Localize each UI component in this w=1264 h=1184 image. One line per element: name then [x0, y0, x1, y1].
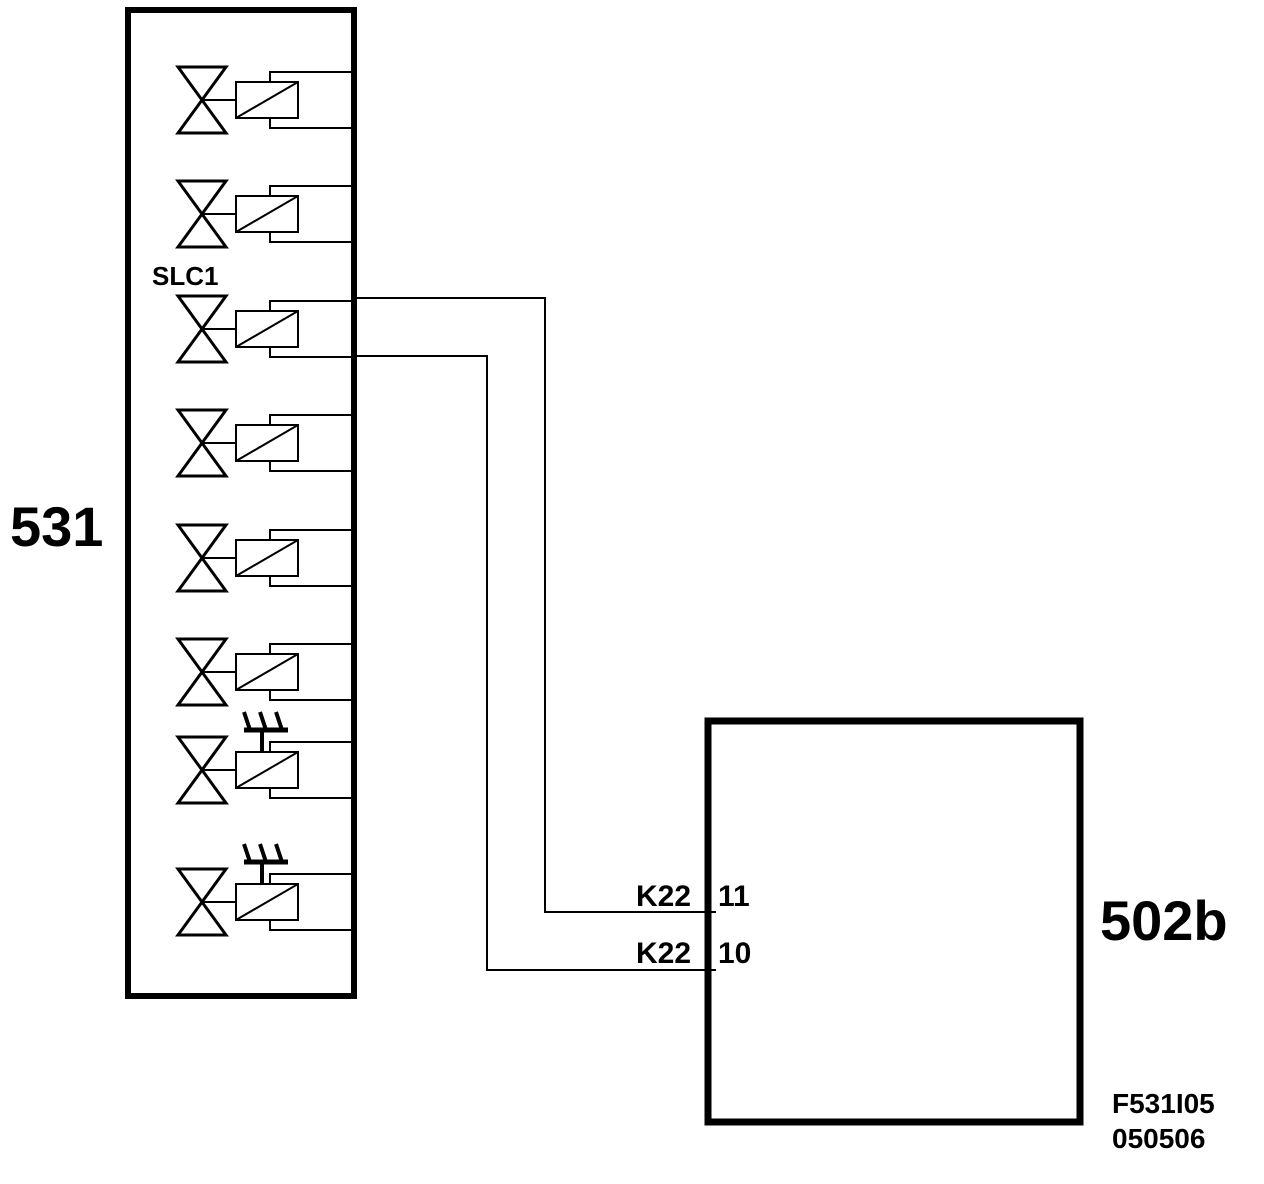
valve-body-bottom-icon	[175, 767, 229, 805]
solenoid-diagonal	[235, 751, 299, 789]
unit-531-box	[125, 7, 357, 999]
wire-k22-10	[352, 355, 716, 971]
valve-7	[175, 711, 352, 805]
override-tine	[258, 843, 268, 863]
connector-name-1: K22	[636, 880, 691, 913]
valve-body-top-icon	[175, 637, 229, 675]
coil-wire-top	[269, 71, 352, 82]
unit-502b-label: 502b	[1100, 889, 1228, 952]
solenoid-diagonal	[235, 310, 299, 348]
solenoid-coil-icon	[235, 424, 299, 462]
unit-502b-box	[704, 717, 1084, 1126]
coil-wire-bottom	[269, 788, 352, 799]
solenoid-diagonal	[235, 424, 299, 462]
valve-body-bottom-icon	[175, 97, 229, 135]
valve-body-top-icon	[175, 523, 229, 561]
coil-wire-top	[269, 643, 352, 654]
coil-wire-bottom	[269, 232, 352, 243]
override-tine	[242, 711, 252, 731]
solenoid-coil-icon	[235, 653, 299, 691]
override-tine	[274, 843, 284, 863]
solenoid-coil-icon	[235, 81, 299, 119]
valve-6	[175, 637, 352, 707]
coil-wire-bottom	[269, 690, 352, 701]
valve-tag-slc1: SLC1	[152, 261, 218, 291]
valve-body-top-icon	[175, 294, 229, 332]
drawing-id: F531I05	[1112, 1088, 1215, 1119]
solenoid-diagonal	[235, 539, 299, 577]
solenoid-coil-icon	[235, 883, 299, 921]
coil-wire-top	[269, 414, 352, 425]
coil-wire-top	[269, 300, 352, 311]
coil-wire-bottom	[269, 461, 352, 472]
valve-body-top-icon	[175, 735, 229, 773]
valve-3	[175, 294, 352, 364]
solenoid-coil-icon	[235, 539, 299, 577]
override-tine	[274, 711, 284, 731]
coil-wire-top	[269, 873, 352, 884]
override-tine	[242, 843, 252, 863]
coil-wire-top	[269, 529, 352, 540]
valve-body-top-icon	[175, 179, 229, 217]
connector-pin-1: 11	[718, 880, 750, 913]
valve-body-top-icon	[175, 867, 229, 905]
coil-wire-top	[269, 185, 352, 196]
valve-4	[175, 408, 352, 478]
unit-531-label: 531	[10, 495, 103, 558]
valve-body-top-icon	[175, 408, 229, 446]
coil-wire-top	[269, 741, 352, 752]
coil-wire-bottom	[269, 118, 352, 129]
solenoid-diagonal	[235, 883, 299, 921]
valve-body-bottom-icon	[175, 555, 229, 593]
wire-k22-11	[352, 297, 716, 913]
valve-2	[175, 179, 352, 249]
coil-wire-bottom	[269, 576, 352, 587]
solenoid-diagonal	[235, 653, 299, 691]
valve-body-bottom-icon	[175, 440, 229, 478]
valve-body-bottom-icon	[175, 326, 229, 364]
solenoid-coil-icon	[235, 310, 299, 348]
valve-body-bottom-icon	[175, 211, 229, 249]
valve-body-bottom-icon	[175, 899, 229, 937]
valve-group	[175, 65, 352, 937]
solenoid-coil-icon	[235, 195, 299, 233]
solenoid-diagonal	[235, 195, 299, 233]
solenoid-diagonal	[235, 81, 299, 119]
valve-5	[175, 523, 352, 593]
coil-wire-bottom	[269, 920, 352, 931]
connector-name-2: K22	[636, 937, 691, 970]
connector-pin-2: 10	[718, 937, 751, 970]
valve-8	[175, 843, 352, 937]
solenoid-coil-icon	[235, 751, 299, 789]
drawing-date: 050506	[1112, 1123, 1205, 1154]
valve-body-bottom-icon	[175, 669, 229, 707]
valve-1	[175, 65, 352, 135]
coil-wire-bottom	[269, 347, 352, 358]
override-tine	[258, 711, 268, 731]
valve-body-top-icon	[175, 65, 229, 103]
